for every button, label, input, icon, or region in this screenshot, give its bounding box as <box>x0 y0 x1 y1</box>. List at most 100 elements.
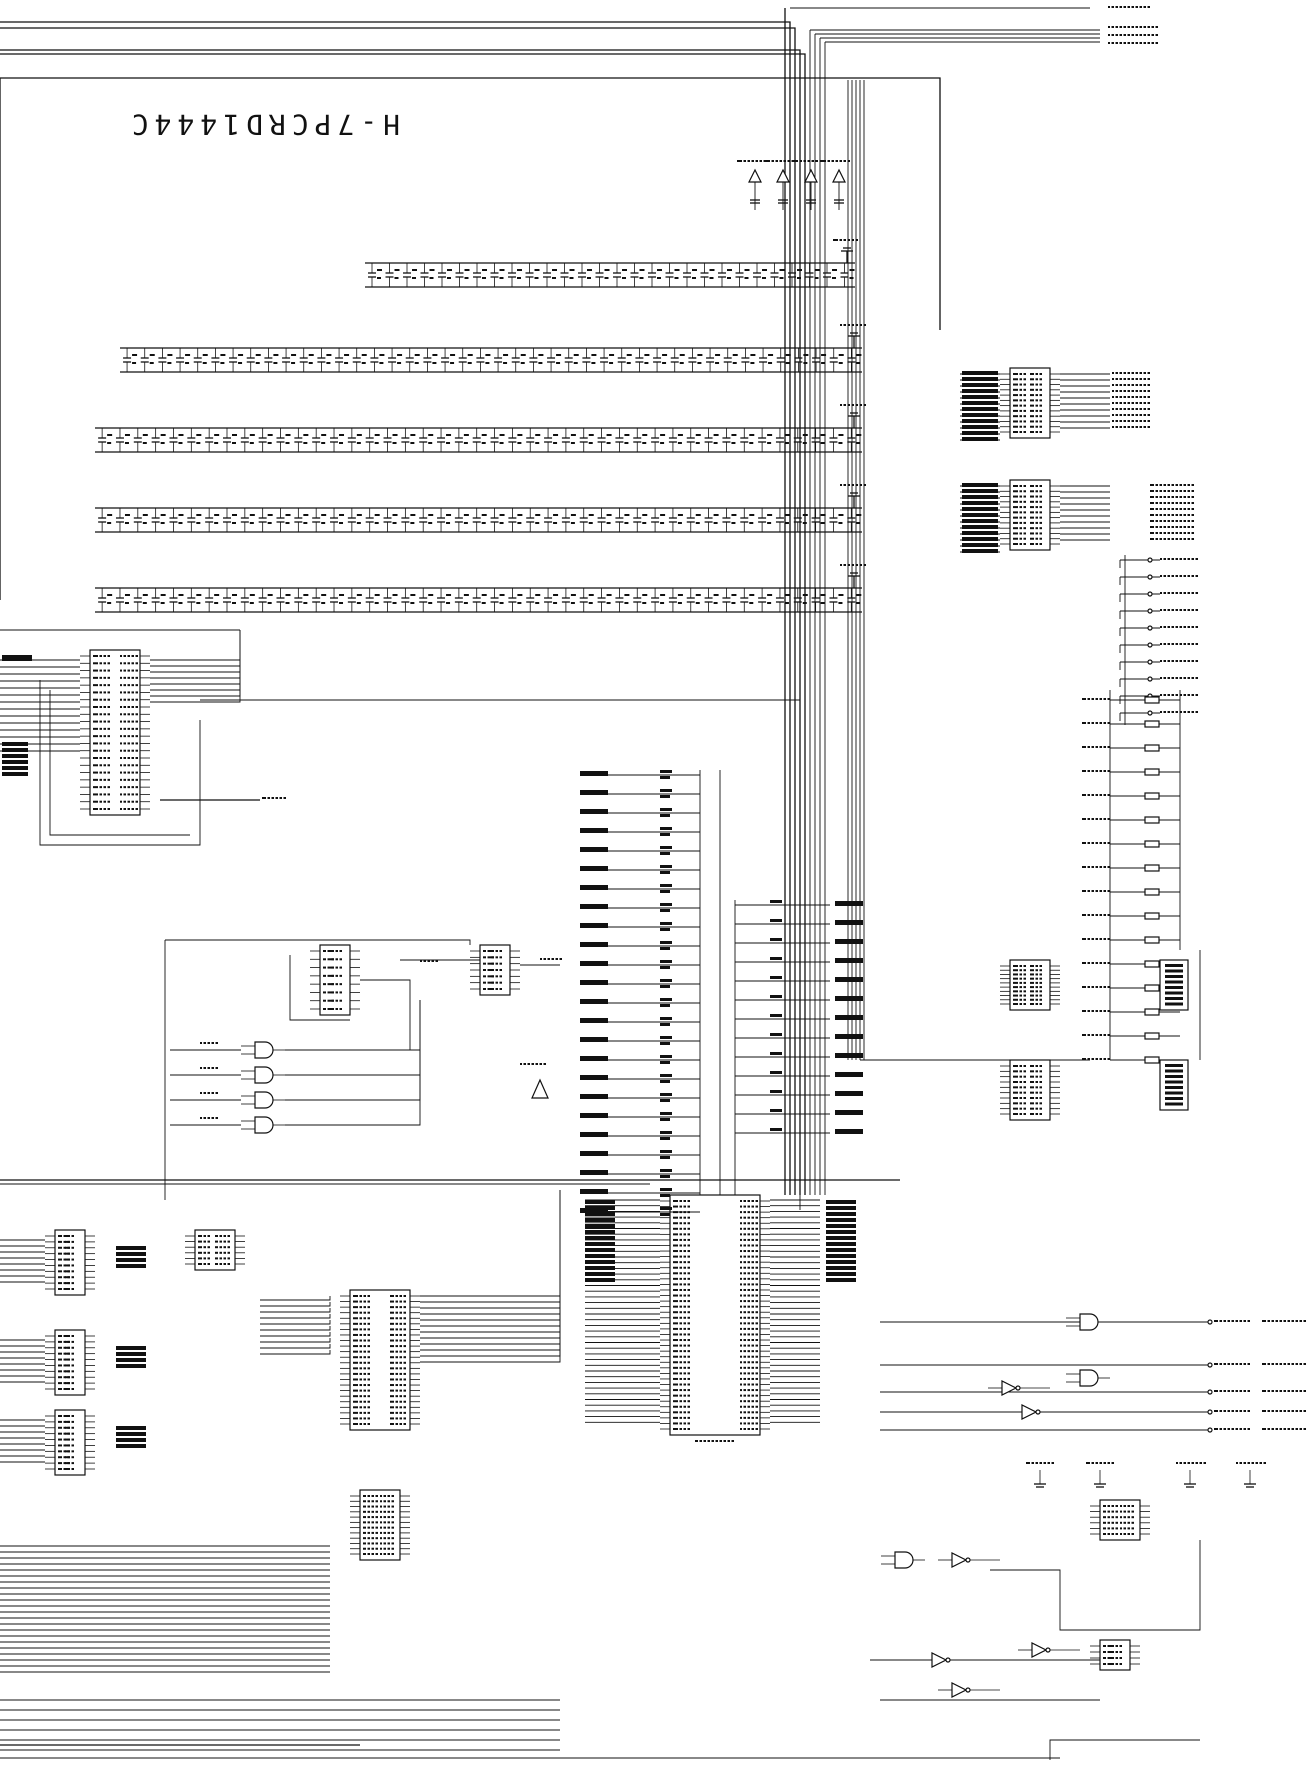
cap-ref <box>856 362 860 364</box>
cap-ref <box>143 602 147 604</box>
cap-ref <box>410 522 414 524</box>
ic-u-center-2 <box>470 945 520 995</box>
cap-ref <box>107 602 111 604</box>
wire <box>150 630 240 678</box>
res-value <box>660 789 672 792</box>
capacitor <box>335 348 349 372</box>
res-value <box>770 1071 782 1074</box>
wire <box>420 1190 560 1302</box>
cap-ref <box>357 522 361 524</box>
capacitor <box>847 508 861 532</box>
cap-ref <box>815 277 819 279</box>
cap-value <box>125 594 130 596</box>
capacitor <box>580 588 594 612</box>
capacitor <box>618 348 632 372</box>
res-value <box>770 1128 782 1131</box>
capacitor <box>312 588 326 612</box>
capacitor <box>476 348 490 372</box>
pin-label <box>1150 490 1194 492</box>
res-value <box>770 900 782 903</box>
pin-label <box>1013 969 1026 971</box>
pin-label <box>1150 496 1194 498</box>
capacitor <box>578 263 592 287</box>
pin-label <box>1013 1113 1026 1115</box>
cap-value <box>143 594 148 596</box>
pin-label <box>1030 384 1042 386</box>
capacitor <box>633 508 647 532</box>
pin-label <box>490 982 502 984</box>
pin-label <box>330 983 342 985</box>
wire <box>420 1190 560 1338</box>
resistor <box>1082 1033 1180 1039</box>
cap-value <box>178 514 183 516</box>
pull-up-resistor <box>1120 626 1198 636</box>
pin-label <box>840 564 866 566</box>
pin-label <box>1013 1092 1026 1094</box>
capacitor <box>419 428 433 452</box>
resistor <box>1082 793 1180 799</box>
capacitor <box>194 348 208 372</box>
buffer-icon <box>532 1080 548 1098</box>
cap-ref <box>375 522 379 524</box>
resistor <box>1082 841 1180 847</box>
resistor <box>1082 889 1180 895</box>
cap-ref <box>609 362 613 364</box>
cap-ref <box>268 442 272 444</box>
resistor-ladders <box>580 558 1198 1216</box>
res-value <box>660 1131 672 1134</box>
cap-value <box>821 434 826 436</box>
pin-label <box>198 1241 210 1243</box>
cap-ref <box>321 442 325 444</box>
res-ref <box>660 1213 670 1216</box>
cap-value <box>196 434 201 436</box>
pin-label <box>1082 1034 1110 1036</box>
pin-label <box>200 1067 218 1069</box>
net-label <box>580 828 608 833</box>
capacitor <box>348 588 362 612</box>
capacitor <box>582 348 596 372</box>
capacitor <box>758 588 772 612</box>
cap-ref <box>143 522 147 524</box>
bus-label <box>585 1260 615 1264</box>
cap-value <box>362 354 367 356</box>
address-line <box>580 941 700 950</box>
cap-value <box>379 354 384 356</box>
cap-value <box>644 354 649 356</box>
cap-ref <box>574 362 578 364</box>
capacitor <box>169 508 183 532</box>
resistor <box>1082 697 1180 703</box>
capacitor <box>722 508 736 532</box>
wire <box>150 630 240 684</box>
cap-ref <box>856 602 860 604</box>
res-value <box>660 1112 672 1115</box>
cap-ref <box>125 602 129 604</box>
pin-label <box>1214 1320 1250 1322</box>
cap-value <box>607 594 612 596</box>
pin-label <box>1013 405 1026 407</box>
cap-ref <box>178 522 182 524</box>
net-label <box>835 1072 863 1077</box>
cap-value <box>375 594 380 596</box>
cap-ref <box>256 362 260 364</box>
pin-label <box>390 1351 406 1353</box>
pin-label <box>1214 1410 1250 1412</box>
pin-label <box>390 1306 406 1308</box>
cap-value <box>286 434 291 436</box>
cap-ref <box>692 277 696 279</box>
capacitor <box>741 348 755 372</box>
cap-ref <box>675 277 679 279</box>
bus-label <box>962 507 998 511</box>
cap-ref <box>220 362 224 364</box>
cap-ref <box>624 602 628 604</box>
cap-ref <box>749 602 753 604</box>
bus-label <box>962 501 998 505</box>
cap-value <box>482 269 487 271</box>
pin-label <box>1262 1410 1306 1412</box>
capacitor <box>722 428 736 452</box>
cap-ref <box>107 522 111 524</box>
pin-label <box>390 1412 406 1414</box>
capacitor <box>561 263 575 287</box>
wire <box>260 1326 330 1330</box>
bus-label <box>962 549 998 553</box>
capacitor <box>508 428 522 452</box>
